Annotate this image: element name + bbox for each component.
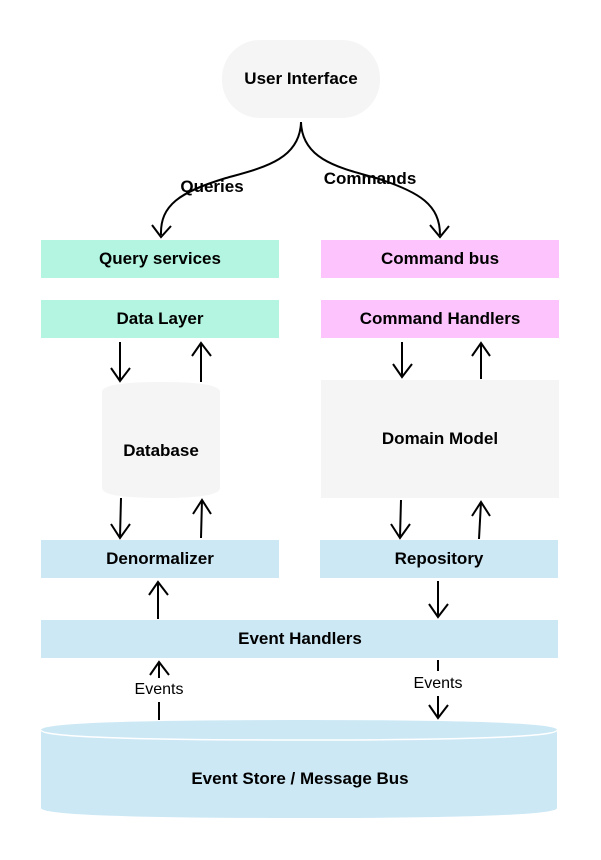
- command-bus-label: Command bus: [381, 249, 499, 268]
- query-services-node: Query services: [41, 240, 279, 278]
- data-layer-node: Data Layer: [41, 300, 279, 338]
- commands-arrow: [300, 121, 441, 236]
- denormalizer-shape: [41, 540, 279, 578]
- repository-shape: [320, 540, 558, 578]
- event-handlers-node: Event Handlers: [41, 620, 558, 658]
- denormalizer-label: Denormalizer: [106, 549, 214, 568]
- database-shape: [102, 382, 220, 498]
- user-interface-shape: [222, 40, 380, 118]
- domain-to-repository-arrow: [390, 499, 411, 540]
- command-bus-node: Command bus: [321, 240, 559, 278]
- denormalizer-node: Denormalizer: [41, 540, 279, 578]
- events-out-label: Events: [414, 675, 463, 692]
- repository-node: Repository: [320, 540, 558, 578]
- repository-to-event-handlers-arrow: [428, 581, 449, 619]
- database-to-data-layer-arrow: [191, 341, 212, 382]
- queries-arrow-head: [151, 224, 172, 239]
- data-layer-shape: [41, 300, 279, 338]
- user-interface-node: User Interface: [222, 40, 380, 118]
- database-node: Database: [102, 382, 220, 498]
- event-handlers-label: Event Handlers: [238, 629, 362, 648]
- domain-model-shape: [321, 380, 559, 498]
- command-bus-shape: [321, 240, 559, 278]
- denormalizer-to-database-arrow: [192, 498, 212, 539]
- queries-label: Queries: [180, 177, 243, 196]
- database-to-denormalizer-arrow: [110, 497, 131, 540]
- domain-to-handlers-arrow: [471, 341, 491, 379]
- commands-arrow-head: [429, 224, 450, 239]
- command-handlers-shape: [321, 300, 559, 338]
- repository-label: Repository: [395, 549, 484, 568]
- event-store-rim: [40, 729, 558, 741]
- commands-label: Commands: [324, 169, 417, 188]
- domain-model-node: Domain Model: [321, 380, 559, 498]
- event-handlers-to-store-arrow: [428, 660, 449, 720]
- user-interface-label: User Interface: [244, 69, 357, 88]
- command-handlers-node: Command Handlers: [321, 300, 559, 338]
- data-layer-label: Data Layer: [117, 309, 204, 328]
- event-store-shape: [41, 720, 557, 818]
- events-out-label-bg: [408, 671, 470, 694]
- data-layer-to-database-arrow: [110, 342, 131, 383]
- command-handlers-label: Command Handlers: [360, 309, 521, 328]
- event-store-node: Event Store / Message Bus: [40, 720, 558, 818]
- repository-to-domain-arrow: [471, 500, 491, 540]
- store-to-event-handlers-arrow: [149, 660, 170, 720]
- event-handlers-shape: [41, 620, 558, 658]
- events-in-label: Events: [135, 681, 184, 698]
- handlers-to-domain-arrow: [392, 342, 413, 379]
- database-label: Database: [123, 441, 199, 460]
- event-handlers-to-denormalizer-arrow: [148, 580, 169, 619]
- events-in-label-bg: [128, 678, 190, 700]
- domain-model-label: Domain Model: [382, 429, 498, 448]
- queries-arrow: [159, 121, 302, 236]
- event-store-label: Event Store / Message Bus: [191, 769, 408, 788]
- query-services-shape: [41, 240, 279, 278]
- query-services-label: Query services: [99, 249, 221, 268]
